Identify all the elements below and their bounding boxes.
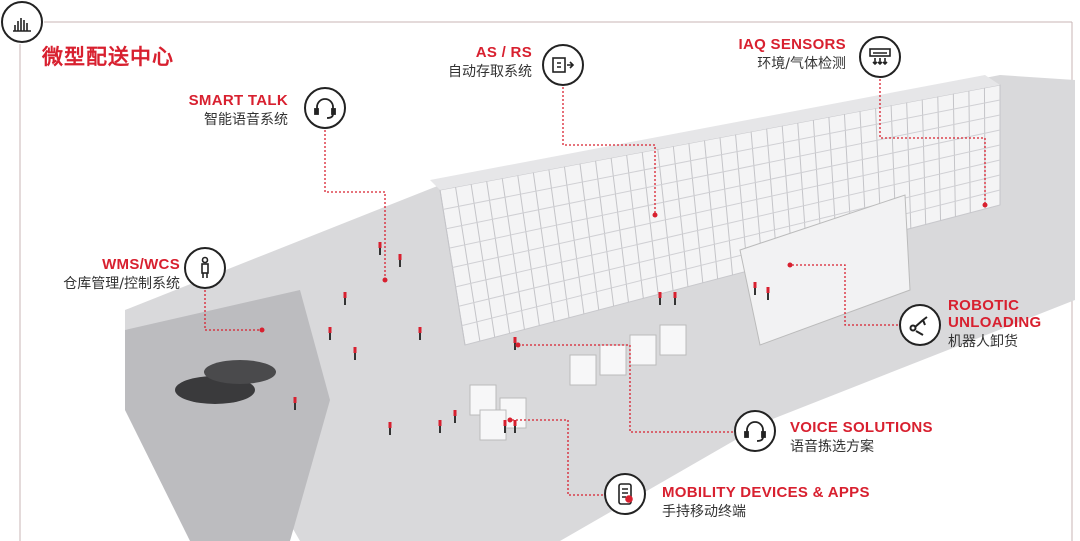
- rack-shelf: [455, 159, 1001, 288]
- leader-endpoints: [259, 202, 988, 423]
- callout-subtitle: 环境/气体检测: [757, 56, 846, 72]
- worker-legs: [514, 426, 516, 433]
- callout-title: WMS/WCS: [102, 256, 180, 273]
- worker-figure: [343, 292, 347, 298]
- callout-title-line2: UNLOADING: [948, 314, 1042, 331]
- worker-figure: [753, 282, 757, 288]
- callout-subtitle: 手持移动终端: [662, 504, 746, 520]
- conveyor-icon: [542, 44, 584, 86]
- leader-lines: [204, 79, 986, 496]
- loading-road: [125, 290, 330, 541]
- rack-shelf: [461, 189, 1001, 327]
- worker-figure: [513, 420, 517, 426]
- pallet: [569, 354, 597, 386]
- mobile-device-icon: [604, 473, 646, 515]
- rack-shelf: [452, 144, 1001, 268]
- callout-title: ROBOTIC: [948, 297, 1020, 314]
- chart-logo-icon: [1, 1, 43, 43]
- worker-legs: [379, 248, 381, 255]
- callout-iaq-sensors: IAQ SENSORS 环境/气体检测: [739, 36, 847, 73]
- callout-subtitle: 智能语音系统: [204, 112, 288, 128]
- robot-arm-icon: [899, 304, 941, 346]
- worker-legs: [344, 298, 346, 305]
- worker-figure: [398, 254, 402, 260]
- worker-figure: [418, 327, 422, 333]
- callout-title: AS / RS: [475, 44, 532, 61]
- callout-title: SMART TALK: [188, 92, 288, 109]
- worker-legs: [389, 428, 391, 435]
- asrs-racks: [430, 75, 1001, 346]
- callout-subtitle: 机器人卸货: [948, 334, 1018, 350]
- callout-robotic-unloading: ROBOTIC UNLOADING 机器人卸货: [948, 297, 1042, 351]
- callout-title: IAQ SENSORS: [738, 36, 846, 53]
- rack-top: [430, 75, 1000, 190]
- page-title: 微型配送中心: [42, 45, 174, 69]
- worker-legs: [294, 403, 296, 410]
- worker-legs: [659, 298, 661, 305]
- worker-legs: [439, 426, 441, 433]
- callout-subtitle: 仓库管理/控制系统: [63, 276, 180, 292]
- rack-shelf: [449, 129, 1001, 249]
- worker-legs: [329, 333, 331, 340]
- worker-legs: [454, 416, 456, 423]
- worker-figure: [453, 410, 457, 416]
- worker-legs: [514, 343, 516, 350]
- rack-shelf: [458, 174, 1001, 307]
- pallet-stacks: [469, 324, 687, 441]
- callout-voice-solutions: VOICE SOLUTIONS 语音拣选方案: [790, 419, 933, 456]
- worker-figure: [438, 420, 442, 426]
- callout-wms-wcs: WMS/WCS 仓库管理/控制系统: [63, 256, 180, 293]
- worker-icon: [184, 247, 226, 289]
- callout-mobility: MOBILITY DEVICES & APPS 手持移动终端: [662, 484, 870, 521]
- callout-asrs: AS / RS 自动存取系统: [448, 44, 532, 81]
- pallet: [659, 324, 687, 356]
- worker-figure: [293, 397, 297, 403]
- worker-legs: [354, 353, 356, 360]
- worker-legs: [674, 298, 676, 305]
- worker-figure: [513, 337, 517, 343]
- worker-figure: [673, 292, 677, 298]
- car: [204, 360, 276, 384]
- pallet: [479, 409, 507, 441]
- worker-legs: [504, 426, 506, 433]
- worker-figure: [378, 242, 382, 248]
- callout-title: MOBILITY DEVICES & APPS: [662, 484, 870, 501]
- worker-figure: [353, 347, 357, 353]
- worker-figure: [766, 287, 770, 293]
- pallet: [629, 334, 657, 366]
- callout-subtitle: 自动存取系统: [448, 64, 532, 80]
- unloading-bay: [739, 194, 911, 346]
- worker-legs: [419, 333, 421, 340]
- worker-legs: [754, 288, 756, 295]
- callout-smart-talk: SMART TALK 智能语音系统: [189, 92, 288, 129]
- callout-subtitle: 语音拣选方案: [790, 439, 874, 455]
- pallet: [599, 344, 627, 376]
- rack-shelf: [443, 99, 1001, 210]
- worker-legs: [399, 260, 401, 267]
- air-sensor-icon: [859, 36, 901, 78]
- worker-figure: [658, 292, 662, 298]
- worker-figure: [328, 327, 332, 333]
- worker-figure: [503, 420, 507, 426]
- callout-title: VOICE SOLUTIONS: [790, 419, 933, 436]
- headset-icon: [734, 410, 776, 452]
- workers: [293, 242, 770, 435]
- worker-legs: [767, 293, 769, 300]
- worker-figure: [388, 422, 392, 428]
- headset-icon: [304, 87, 346, 129]
- rack-shelf: [446, 114, 1001, 230]
